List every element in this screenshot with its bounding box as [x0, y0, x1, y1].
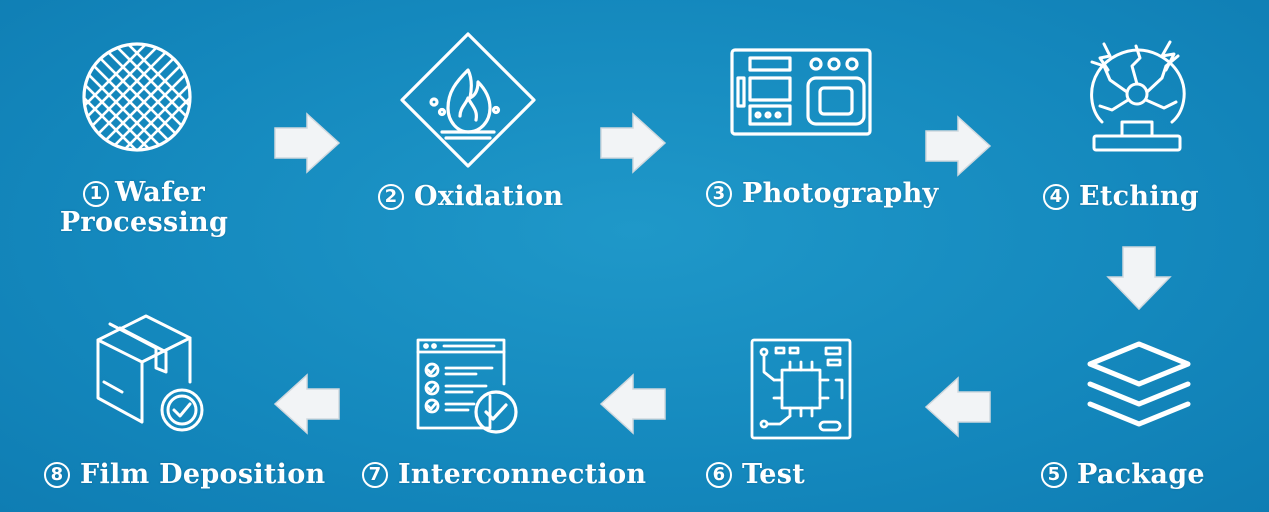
step-5-number: 5: [1041, 461, 1067, 488]
step-7-label-text: Interconnection: [398, 459, 647, 490]
step-8-number: 8: [44, 461, 70, 488]
device-panel-icon: [730, 48, 872, 136]
circuit-chip-icon: [750, 338, 852, 440]
plasma-lamp-icon: [1082, 36, 1192, 154]
flame-diamond-icon: [398, 30, 538, 170]
arrow-left-icon: [273, 373, 341, 435]
arrow-right-icon: [924, 115, 992, 177]
step-4-number: 4: [1043, 183, 1069, 210]
step-7-number: 7: [362, 461, 388, 488]
step-2-number: 2: [378, 183, 404, 210]
step-4-label: 4 Etching: [1043, 181, 1199, 212]
step-1-label-line2: Processing: [59, 207, 229, 238]
step-5-label-text: Package: [1077, 459, 1205, 490]
step-6-label-text: Test: [742, 459, 806, 490]
step-3-number: 3: [706, 180, 732, 207]
box-check-icon: [94, 312, 212, 438]
arrow-right-icon: [273, 112, 341, 174]
step-2-label: 2 Oxidation: [378, 181, 563, 212]
arrow-down-icon: [1106, 245, 1172, 311]
step-4-label-text: Etching: [1079, 181, 1199, 212]
step-2-label-text: Oxidation: [414, 181, 564, 212]
step-7-label: 7 Interconnection: [362, 459, 646, 490]
arrow-left-icon: [924, 376, 992, 438]
arrow-left-icon: [599, 373, 667, 435]
arrow-right-icon: [599, 112, 667, 174]
step-8-label: 8 Film Deposition: [44, 459, 325, 490]
step-8-label-text: Film Deposition: [80, 459, 326, 490]
checklist-icon: [414, 338, 524, 442]
step-1-label-line1: Wafer: [115, 177, 205, 208]
step-1-number: 1: [83, 181, 109, 207]
wafer-icon: [80, 40, 194, 154]
step-3-label-text: Photography: [742, 178, 939, 209]
step-6-label: 6 Test: [706, 459, 805, 490]
step-3-label: 3 Photography: [706, 178, 939, 209]
stacked-layers-icon: [1084, 340, 1194, 432]
step-5-label: 5 Package: [1041, 459, 1205, 490]
step-6-number: 6: [706, 461, 732, 488]
